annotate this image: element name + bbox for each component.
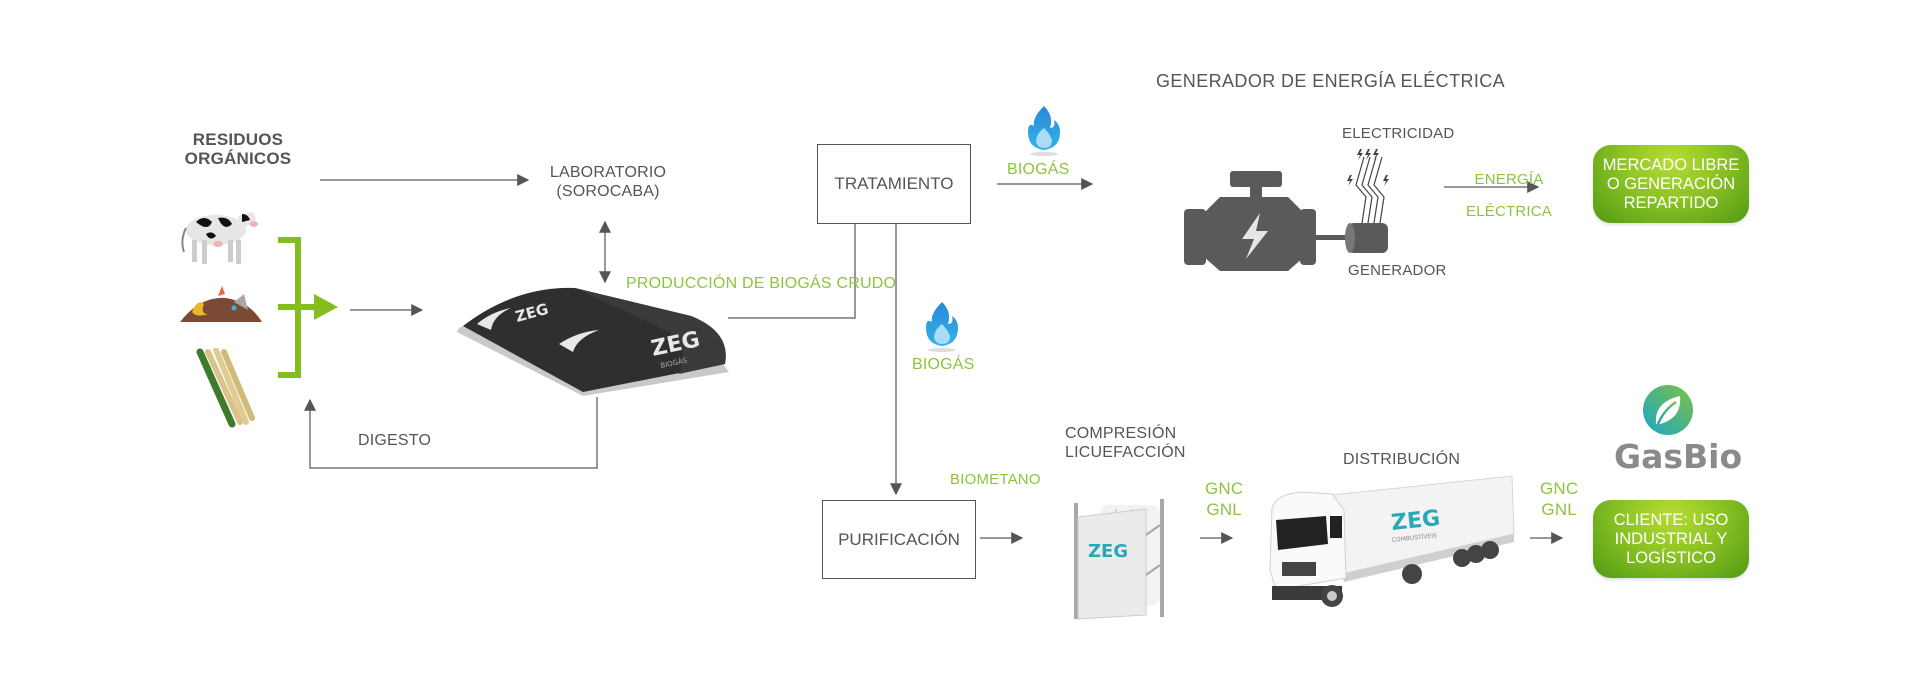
line-digester-to-treatment xyxy=(728,222,856,319)
generator-label: GENERADOR xyxy=(1348,262,1447,279)
market-button[interactable]: MERCADO LIBRE O GENERACIÓN REPARTIDO xyxy=(1593,145,1749,223)
energy-label: ENERGÍA ELÉCTRICA xyxy=(1466,164,1552,228)
market-line1: MERCADO LIBRE xyxy=(1602,155,1740,174)
flame-icon-top xyxy=(1028,106,1060,156)
truck-sub: COMBUSTÍVEIS xyxy=(1391,532,1437,544)
digestate-label: DIGESTO xyxy=(358,432,432,449)
client-line1: CLIENTE: USO xyxy=(1613,510,1729,529)
compression-line1: COMPRESIÓN xyxy=(1065,425,1177,442)
gas-cylinder-rack-icon: ZEG xyxy=(1074,499,1164,620)
gnl-1: GNL xyxy=(1206,500,1242,519)
sugarcane-icon xyxy=(196,348,255,428)
gnl-2: GNL xyxy=(1541,500,1577,519)
treatment-box[interactable]: TRATAMIENTO xyxy=(817,144,971,224)
electricity-label: ELECTRICIDAD xyxy=(1342,125,1455,142)
compost-icon xyxy=(180,286,262,322)
energy-line2: ELÉCTRICA xyxy=(1466,203,1552,220)
line-digestate-loop xyxy=(304,397,598,469)
residues-title: RESIDUOS ORGÁNICOS xyxy=(178,130,298,168)
truck-icon: ZEG COMBUSTÍVEIS xyxy=(1269,475,1515,607)
digester-icon: ZEG ZEG BIOGÁS xyxy=(457,287,729,396)
biomethane-label: BIOMETANO xyxy=(950,471,1041,488)
laboratory-line2: (SOROCABA) xyxy=(556,183,660,200)
truck-brand: ZEG xyxy=(1390,506,1441,536)
residues-title-line2: ORGÁNICOS xyxy=(184,149,292,168)
input-bracket xyxy=(278,237,314,378)
client-line2: INDUSTRIAL Y xyxy=(1614,529,1728,548)
purification-label: PURIFICACIÓN xyxy=(838,529,960,549)
energy-line1: ENERGÍA xyxy=(1474,171,1544,188)
purification-box[interactable]: PURIFICACIÓN xyxy=(822,500,976,579)
market-line3: REPARTIDO xyxy=(1623,193,1719,212)
gnc-gnl-label-2: GNC GNL xyxy=(1540,478,1578,520)
generator-section-title: GENERADOR DE ENERGÍA ELÉCTRICA xyxy=(1156,71,1506,91)
treatment-label: TRATAMIENTO xyxy=(834,174,954,193)
cow-icon xyxy=(181,212,258,264)
distribution-label: DISTRIBUCIÓN xyxy=(1343,451,1461,468)
gnc-1: GNC xyxy=(1205,479,1244,498)
gnc-2: GNC xyxy=(1540,479,1579,498)
input-bracket-arrowhead xyxy=(314,294,338,320)
gasbio-leaf-icon xyxy=(1643,385,1693,435)
biogas-label-middle: BIOGÁS xyxy=(912,356,975,373)
flame-icon-middle xyxy=(926,302,958,352)
client-button[interactable]: CLIENTE: USO INDUSTRIAL Y LOGÍSTICO xyxy=(1593,500,1749,578)
market-line2: O GENERACIÓN xyxy=(1606,174,1736,193)
gasbio-logo-text: GasBio xyxy=(1614,437,1743,476)
gnc-gnl-label-1: GNC GNL xyxy=(1205,478,1243,520)
engine-generator-icon xyxy=(1184,149,1389,271)
client-line3: LOGÍSTICO xyxy=(1626,548,1716,567)
laboratory-line1: LABORATORIO xyxy=(549,164,667,181)
laboratory-label: LABORATORIO (SOROCABA) xyxy=(548,163,668,201)
raw-biogas-label: PRODUCCIÓN DE BIOGÁS CRUDO xyxy=(626,275,897,292)
compression-label: COMPRESIÓN LICUEFACCIÓN xyxy=(1065,424,1186,462)
biogas-label-top: BIOGÁS xyxy=(1007,161,1070,178)
residues-title-line1: RESIDUOS xyxy=(192,130,284,149)
cylinder-brand: ZEG xyxy=(1088,541,1128,562)
compression-line2: LICUEFACCIÓN xyxy=(1065,444,1186,461)
